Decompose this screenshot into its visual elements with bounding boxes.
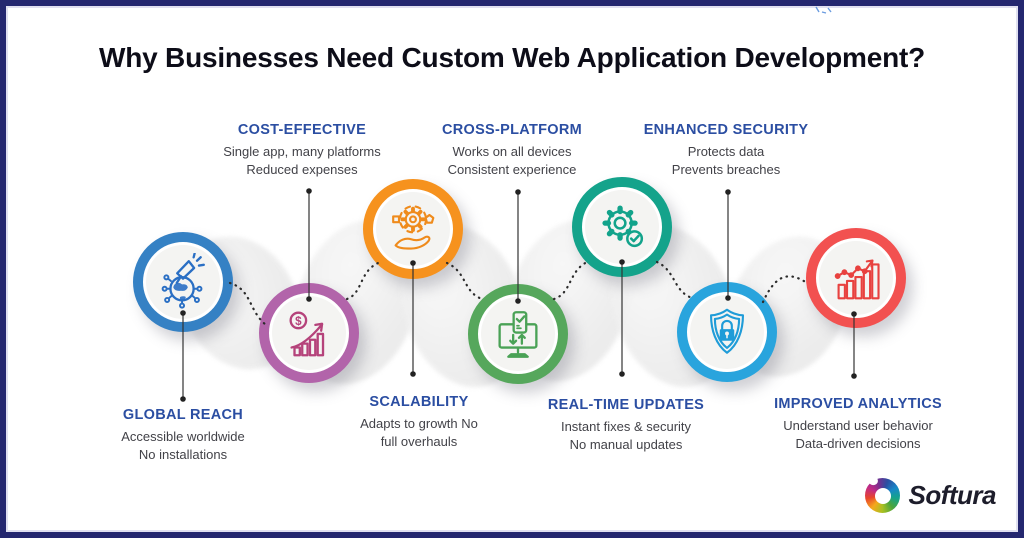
feature-title: REAL-TIME UPDATES bbox=[547, 397, 705, 413]
feature-description: Instant fixes & security No manual updat… bbox=[511, 418, 741, 454]
feature-desc-line1: Understand user behavior bbox=[783, 418, 933, 433]
feature-title: COST-EFFECTIVE bbox=[237, 122, 367, 138]
softura-swirl-icon bbox=[864, 478, 900, 513]
feature-desc-line2: Consistent experience bbox=[447, 161, 577, 177]
feature-circle bbox=[572, 177, 672, 277]
feature-label-block: COST-EFFECTIVE Single app, many platform… bbox=[187, 122, 417, 179]
feature-circle bbox=[133, 232, 233, 332]
feature-desc-line1: Single app, many platforms bbox=[223, 144, 381, 159]
feature-label-block: CROSS-PLATFORM Works on all devices Cons… bbox=[397, 122, 627, 179]
page-title: Why Businesses Need Custom Web Applicati… bbox=[98, 42, 926, 73]
softura-logo: Softura bbox=[864, 478, 997, 513]
feature-title: SCALABILITY bbox=[369, 394, 469, 410]
feature-title: IMPROVED ANALYTICS bbox=[774, 396, 942, 412]
feature-title: CROSS-PLATFORM bbox=[441, 122, 583, 138]
feature-description: Works on all devices Consistent experien… bbox=[397, 143, 627, 179]
feature-label-block: ENHANCED SECURITY Protects data Prevents… bbox=[611, 122, 841, 179]
feature-desc-line1: Adapts to growth No bbox=[360, 416, 478, 431]
bar-line-chart-icon bbox=[827, 249, 885, 307]
svg-text:$: $ bbox=[295, 315, 302, 328]
monitor-phone-sync-icon bbox=[489, 305, 547, 363]
feature-description: Protects data Prevents breaches bbox=[611, 143, 841, 179]
feature-description: Adapts to growth No full overhauls bbox=[304, 415, 534, 451]
dollar-growth-chart-icon: $ bbox=[280, 304, 338, 362]
feature-desc-line2: Data-driven decisions bbox=[795, 435, 921, 451]
softura-logo-text: Softura bbox=[908, 480, 997, 510]
feature-desc-line2: full overhauls bbox=[380, 433, 458, 449]
top-edge-artifact bbox=[815, 6, 832, 14]
feature-desc-line2: No manual updates bbox=[569, 436, 683, 452]
gear-check-icon bbox=[593, 198, 651, 256]
feature-desc-line1: Instant fixes & security bbox=[560, 419, 692, 434]
feature-circle bbox=[468, 284, 568, 384]
hand-gear-icon bbox=[384, 200, 442, 258]
feature-description: Accessible worldwide No installations bbox=[68, 428, 298, 464]
feature-circle: $ bbox=[259, 283, 359, 383]
feature-label-block: GLOBAL REACH Accessible worldwide No ins… bbox=[68, 407, 298, 464]
shield-lock-icon bbox=[698, 303, 756, 361]
feature-title: GLOBAL REACH bbox=[122, 407, 244, 423]
feature-circle bbox=[806, 228, 906, 328]
feature-desc-line2: No installations bbox=[138, 446, 228, 462]
feature-desc-line2: Reduced expenses bbox=[246, 161, 358, 177]
feature-label-block: REAL-TIME UPDATES Instant fixes & securi… bbox=[511, 397, 741, 454]
globe-megaphone-icon bbox=[154, 253, 212, 311]
feature-description: Understand user behavior Data-driven dec… bbox=[743, 417, 973, 453]
feature-title: ENHANCED SECURITY bbox=[643, 122, 809, 138]
feature-desc-line1: Protects data bbox=[687, 144, 765, 159]
feature-desc-line2: Prevents breaches bbox=[671, 161, 781, 177]
feature-label-block: IMPROVED ANALYTICS Understand user behav… bbox=[743, 396, 973, 453]
feature-desc-line1: Accessible worldwide bbox=[121, 429, 245, 444]
feature-circle bbox=[677, 282, 777, 382]
feature-label-block: SCALABILITY Adapts to growth No full ove… bbox=[304, 394, 534, 451]
feature-circle bbox=[363, 179, 463, 279]
feature-desc-line1: Works on all devices bbox=[452, 144, 572, 159]
feature-description: Single app, many platforms Reduced expen… bbox=[187, 143, 417, 179]
